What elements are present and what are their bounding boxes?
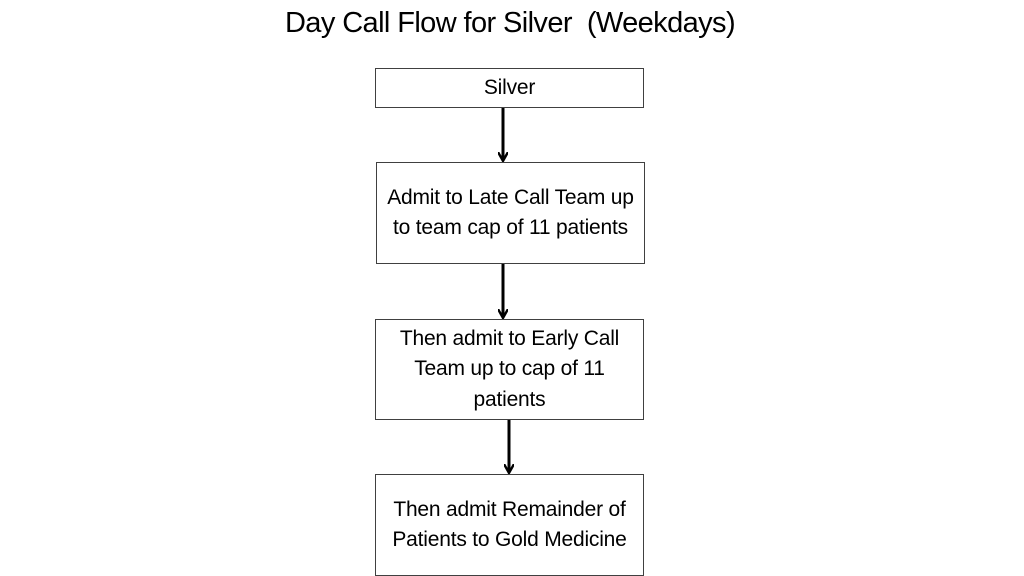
node-early-call-team: Then admit to Early Call Team up to cap … [375, 319, 644, 420]
node-early-call-team-label: Then admit to Early Call Team up to cap … [399, 326, 620, 411]
node-late-call-team: Admit to Late Call Team up to team cap o… [376, 162, 645, 264]
node-gold-medicine: Then admit Remainder of Patients to Gold… [375, 474, 644, 576]
node-gold-medicine-label: Then admit Remainder of Patients to Gold… [392, 497, 627, 552]
node-silver: Silver [375, 68, 644, 108]
node-silver-label: Silver [483, 75, 536, 99]
slide-title: Day Call Flow for Silver (Weekdays) [284, 7, 736, 39]
node-late-call-team-label: Admit to Late Call Team up to team cap o… [387, 185, 634, 240]
